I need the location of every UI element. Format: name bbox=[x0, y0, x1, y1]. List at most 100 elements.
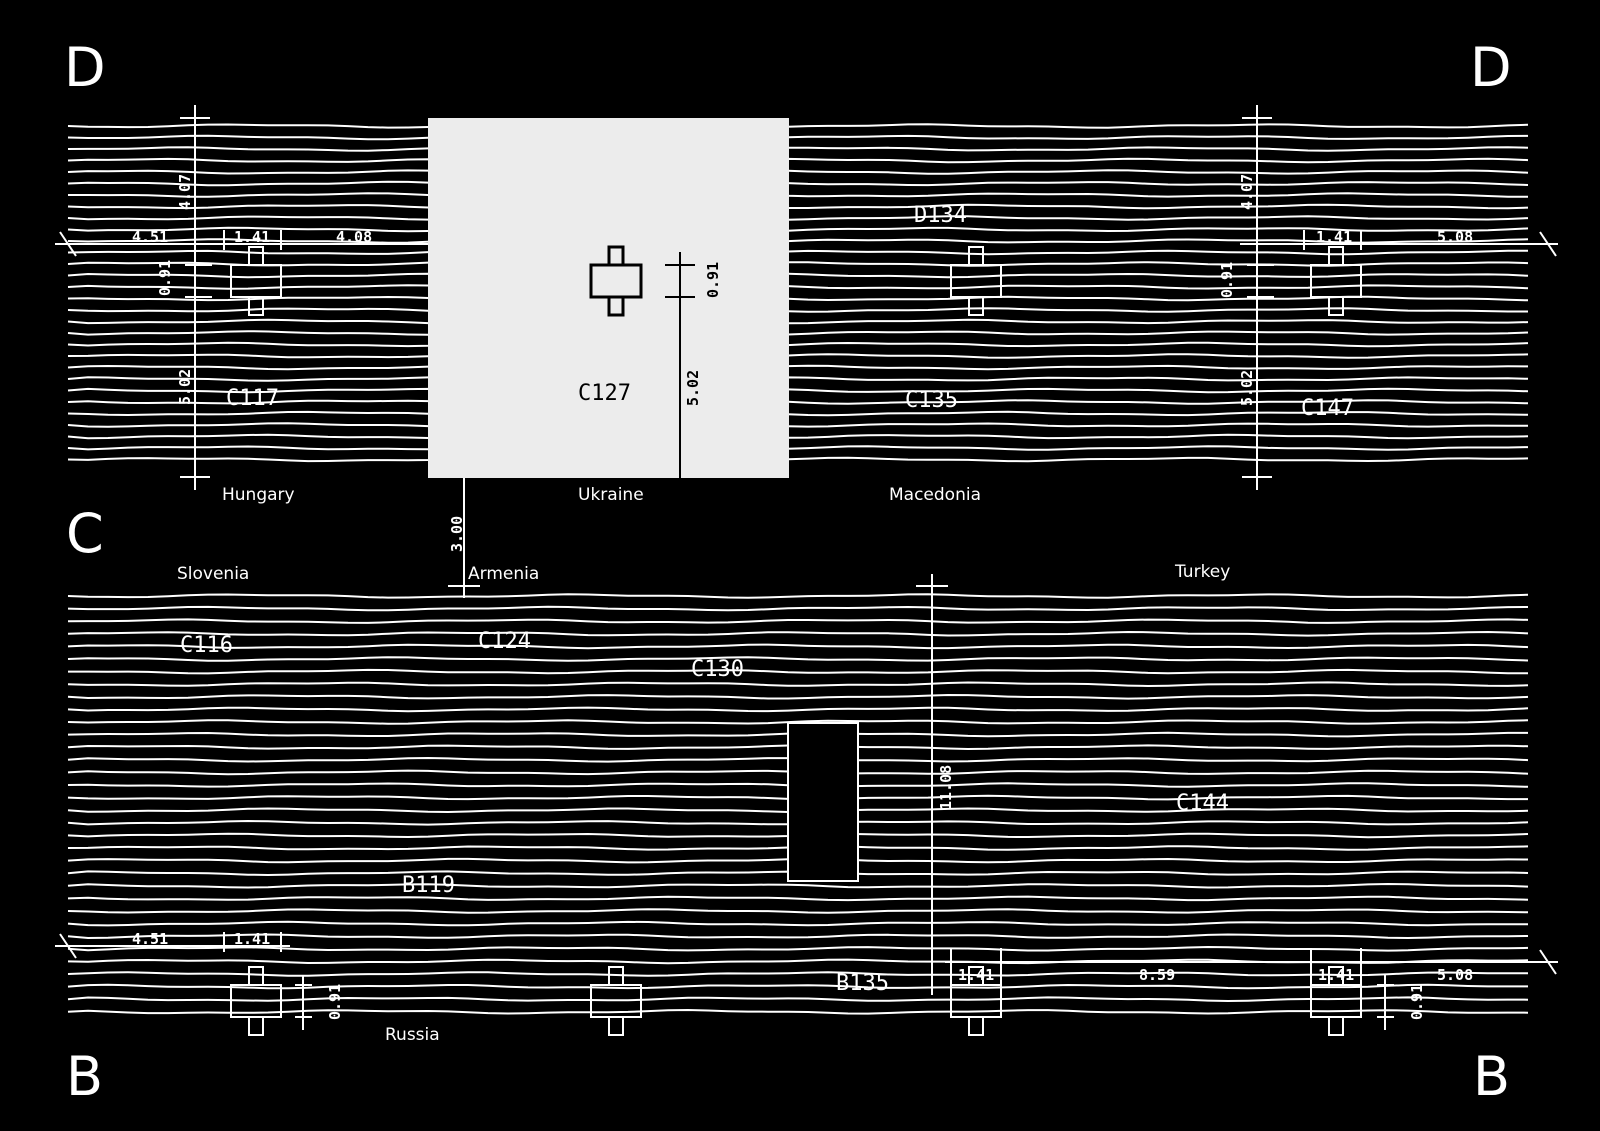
dim-top-5-08: 5.08 bbox=[1437, 228, 1473, 246]
hatch-line bbox=[67, 203, 1529, 210]
column-symbol bbox=[1310, 966, 1362, 1036]
room-label-b119: B119 bbox=[402, 873, 455, 898]
hatch-line bbox=[67, 706, 1529, 713]
dim-bottom-8-59: 8.59 bbox=[1139, 966, 1175, 984]
grid-letter-d-left: D bbox=[64, 36, 106, 99]
dim-vertical-3-00: 3.00 bbox=[448, 516, 466, 552]
dim-bottom-1-41-b: 1.41 bbox=[958, 966, 994, 984]
hatch-line bbox=[67, 593, 1529, 599]
hatch-line bbox=[67, 422, 1528, 428]
dim-vertical-5-02-a: 5.02 bbox=[176, 369, 194, 405]
dim-vertical-0-91-c: 0.91 bbox=[1218, 262, 1236, 298]
hatch-line bbox=[67, 364, 1529, 371]
hatch-line bbox=[67, 445, 1529, 451]
hatch-line bbox=[67, 215, 1529, 221]
hatch-line bbox=[67, 410, 1529, 417]
hatch-line bbox=[67, 681, 1529, 688]
dim-vertical-bottom-0-91-a: 0.91 bbox=[326, 984, 344, 1020]
country-label-russia: Russia bbox=[385, 1025, 440, 1045]
hatch-line bbox=[67, 605, 1529, 612]
column-symbol bbox=[230, 966, 282, 1036]
dim-bottom-1-41-a: 1.41 bbox=[234, 930, 270, 948]
hatch-line bbox=[67, 719, 1529, 725]
hatch-line bbox=[67, 318, 1529, 325]
grid-letter-b-right: B bbox=[1473, 1045, 1510, 1108]
hatch-line bbox=[67, 399, 1529, 405]
hatch-line bbox=[67, 295, 1529, 302]
hatch-line bbox=[67, 307, 1528, 313]
column-symbol bbox=[1310, 246, 1362, 316]
top-slab-hatching bbox=[67, 123, 1529, 463]
hatch-line bbox=[67, 341, 1529, 348]
hatch-line bbox=[67, 945, 1529, 952]
grid-letter-b-left: B bbox=[66, 1045, 103, 1108]
hatch-line bbox=[67, 618, 1529, 624]
hatch-line bbox=[67, 643, 1529, 650]
dim-vertical-0-91-a: 0.91 bbox=[156, 260, 174, 296]
hatch-line bbox=[67, 387, 1529, 394]
dim-bottom-5-08: 5.08 bbox=[1437, 966, 1473, 984]
hatch-line bbox=[67, 882, 1529, 889]
hatch-line bbox=[67, 920, 1528, 927]
column-symbol bbox=[230, 246, 282, 316]
hatch-line bbox=[67, 353, 1529, 359]
dim-vertical-4-07-a: 4.07 bbox=[176, 174, 194, 210]
hatch-line bbox=[67, 908, 1529, 914]
dim-bottom-4-51: 4.51 bbox=[132, 930, 168, 948]
hatch-line bbox=[67, 456, 1529, 463]
country-label-macedonia: Macedonia bbox=[889, 485, 981, 505]
hatch-line bbox=[67, 249, 1528, 256]
grid-letter-d-right: D bbox=[1470, 36, 1512, 99]
hatch-line bbox=[67, 157, 1529, 164]
room-label-c130: C130 bbox=[691, 657, 744, 682]
hatch-line bbox=[67, 971, 1529, 977]
hatch-line bbox=[67, 146, 1529, 152]
hatch-line bbox=[67, 996, 1529, 1003]
hatch-line bbox=[67, 226, 1529, 233]
hatch-line bbox=[68, 192, 1528, 198]
room-label-c117: C117 bbox=[226, 386, 279, 411]
column-symbol bbox=[950, 966, 1002, 1036]
country-label-slovenia: Slovenia bbox=[177, 564, 249, 584]
dim-vertical-5-02-b: 5.02 bbox=[684, 370, 702, 406]
country-label-armenia: Armenia bbox=[468, 564, 539, 584]
hatch-line bbox=[67, 933, 1529, 940]
hatch-line bbox=[67, 656, 1529, 662]
column-symbol bbox=[950, 246, 1002, 316]
hatch-line bbox=[67, 272, 1529, 279]
hatch-line bbox=[67, 180, 1529, 187]
hatch-line bbox=[67, 693, 1529, 700]
column-symbol bbox=[590, 966, 642, 1036]
hatch-line bbox=[67, 630, 1529, 637]
dim-vertical-11-08: 11.08 bbox=[937, 765, 955, 810]
country-label-hungary: Hungary bbox=[222, 485, 295, 505]
room-label-c144: C144 bbox=[1176, 791, 1229, 816]
hatch-line bbox=[67, 376, 1529, 382]
dim-vertical-0-91-b: 0.91 bbox=[704, 262, 722, 298]
hatch-line bbox=[67, 134, 1529, 141]
dim-vertical-bottom-0-91-b: 0.91 bbox=[1408, 984, 1426, 1020]
dim-top-4-08: 4.08 bbox=[336, 228, 372, 246]
dim-top-4-51: 4.51 bbox=[132, 228, 168, 246]
room-label-c135: C135 bbox=[905, 388, 958, 413]
grid-letter-c-left: C bbox=[66, 502, 104, 565]
hatch-line bbox=[67, 1008, 1529, 1015]
room-label-b135: B135 bbox=[836, 971, 889, 996]
shaft-opening bbox=[787, 722, 859, 882]
hatch-line bbox=[67, 284, 1529, 290]
room-label-d134: D134 bbox=[914, 203, 967, 228]
dim-vertical-5-02-c: 5.02 bbox=[1238, 370, 1256, 406]
hatch-line bbox=[67, 895, 1529, 902]
room-label-c124: C124 bbox=[478, 629, 531, 654]
room-label-c116: C116 bbox=[180, 633, 233, 658]
hatch-line bbox=[67, 238, 1529, 244]
dim-top-1-41-b: 1.41 bbox=[1316, 228, 1352, 246]
hatch-line bbox=[67, 123, 1529, 129]
dimension-lines bbox=[55, 105, 1558, 1030]
hatch-line bbox=[68, 668, 1528, 675]
hatch-line bbox=[67, 983, 1528, 990]
country-label-turkey: Turkey bbox=[1174, 562, 1230, 582]
hatch-line bbox=[67, 433, 1529, 440]
